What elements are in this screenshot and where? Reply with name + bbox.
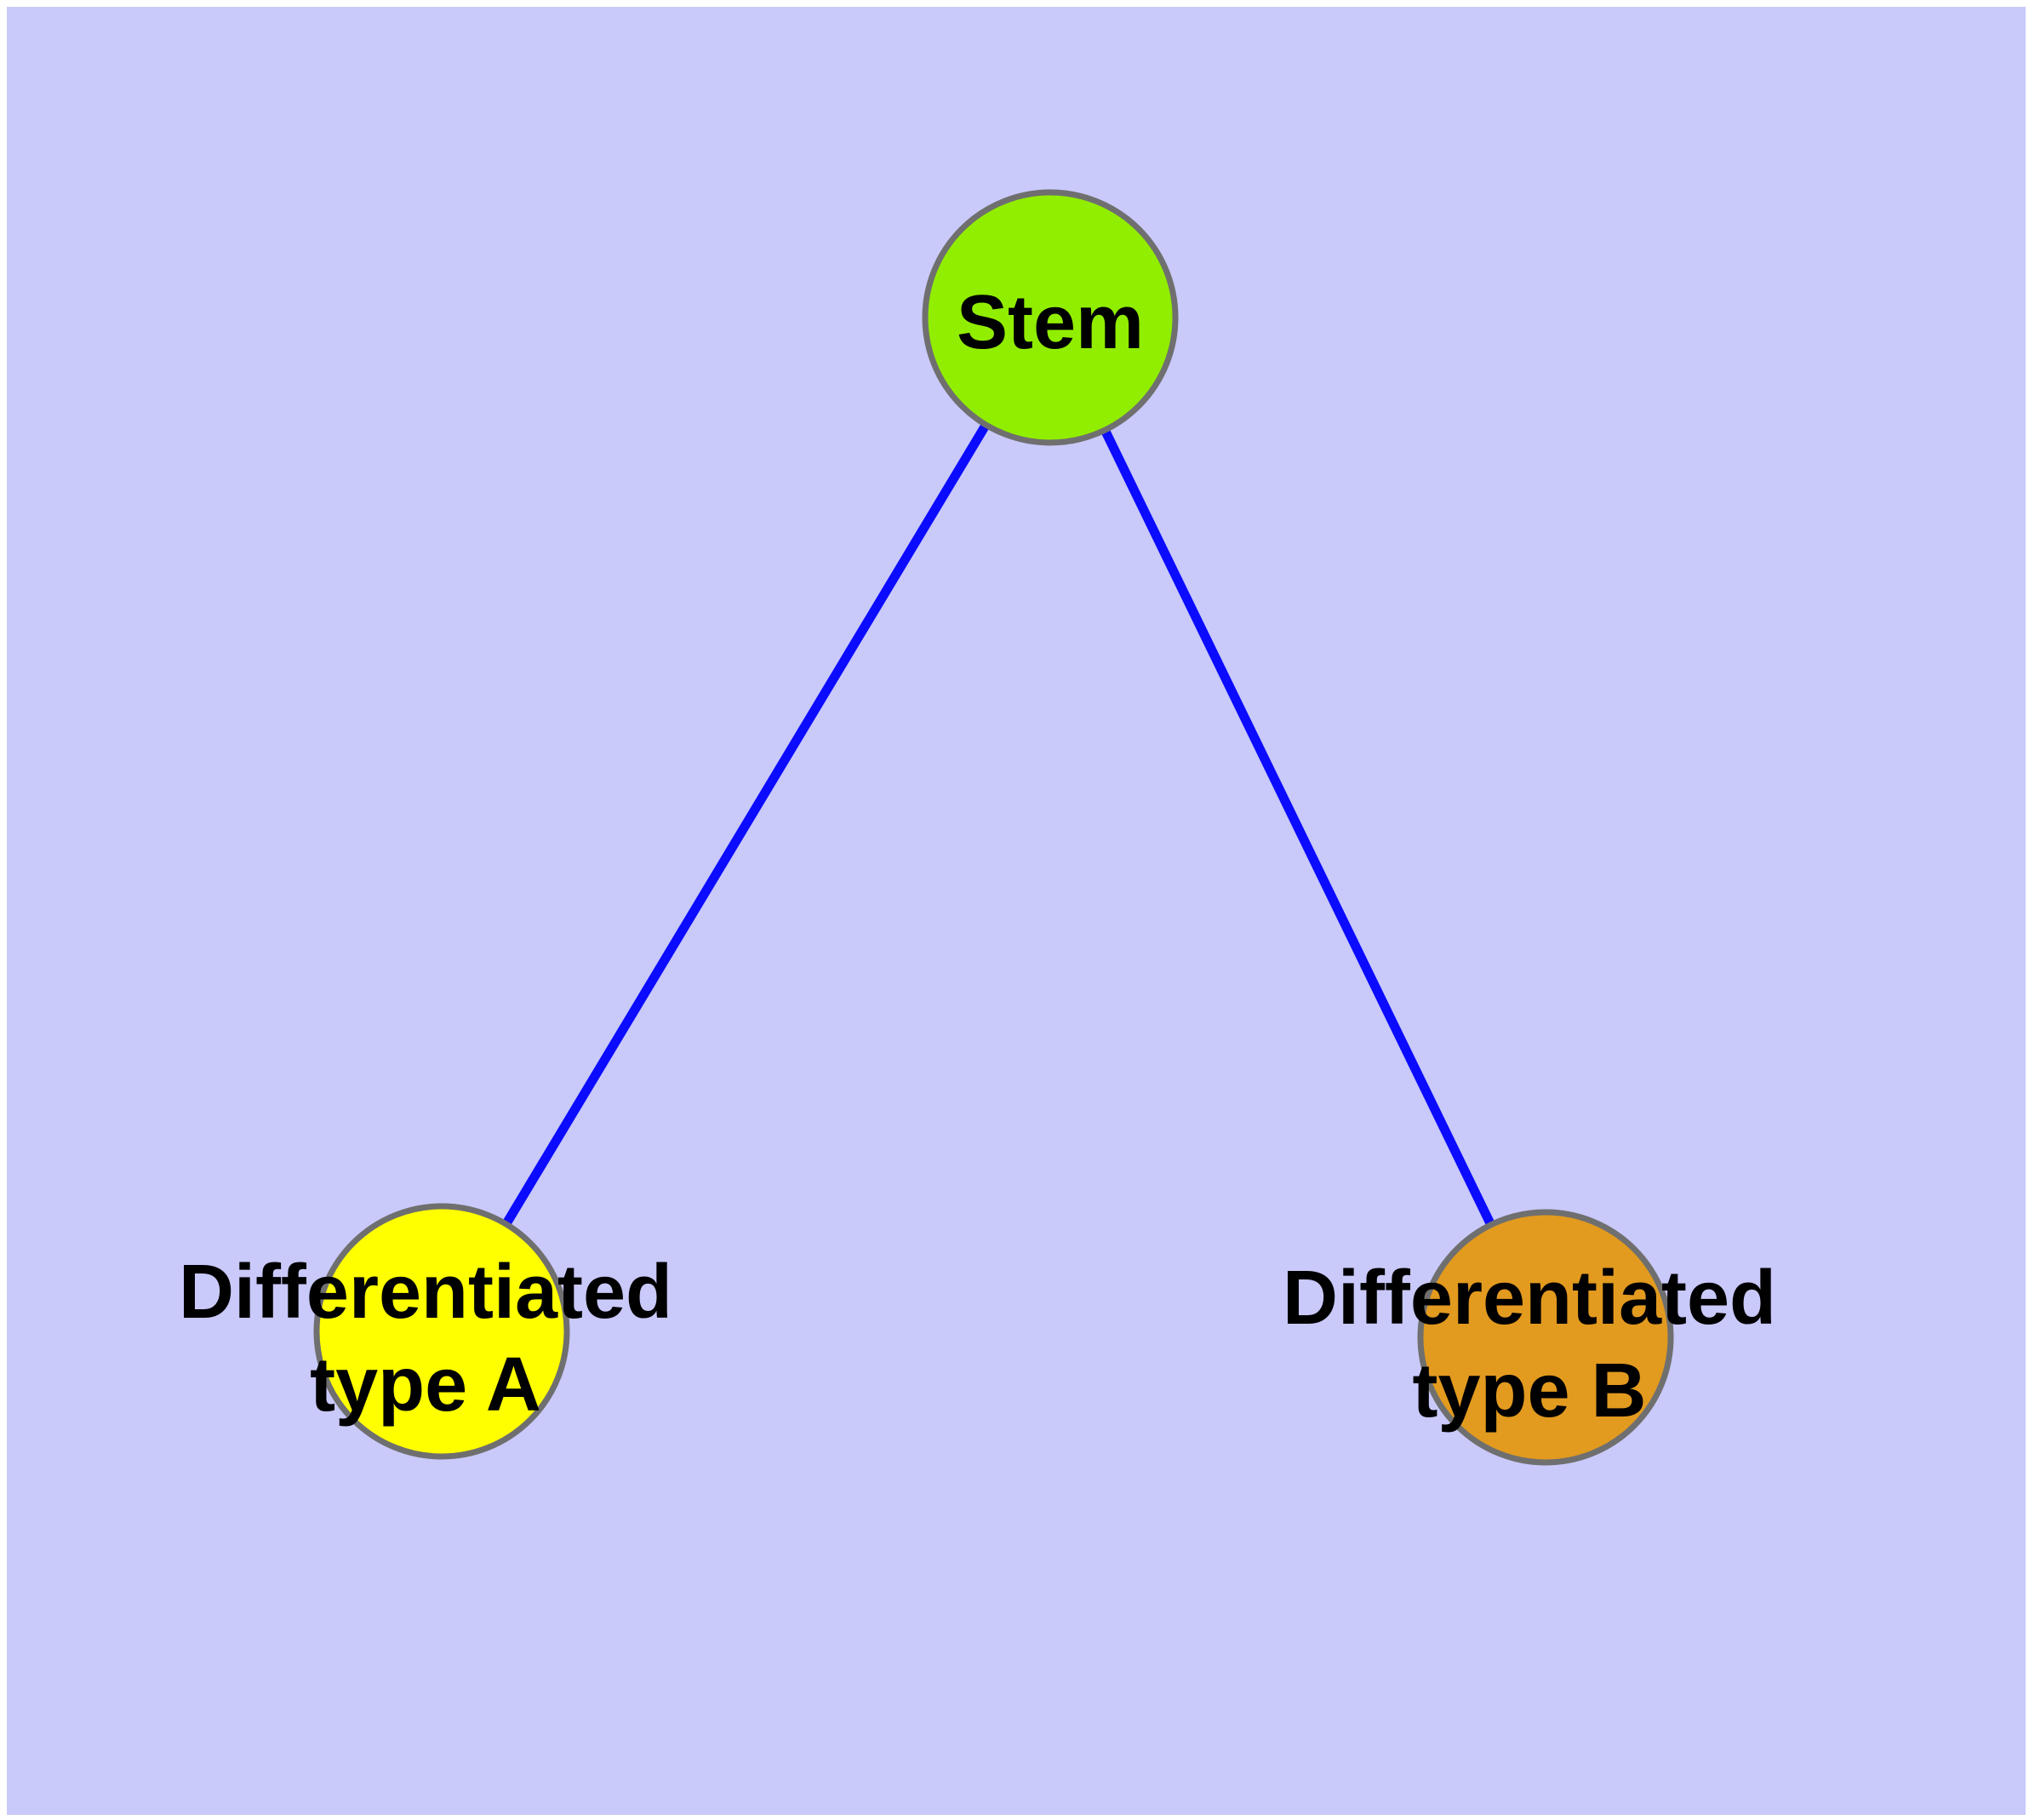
edge-stem-to-differentiated-type-b bbox=[1046, 315, 1550, 1340]
node-differentiated-type-b-label-line-1: Differentiated bbox=[1283, 1256, 1776, 1341]
node-stem-label-line-1: Stem bbox=[957, 280, 1144, 365]
nodes-layer bbox=[313, 189, 1674, 1466]
node-stem-circle bbox=[922, 189, 1179, 446]
node-differentiated-type-b-circle bbox=[1417, 1209, 1674, 1466]
node-differentiated-type-a-label-line-1: Differentiated bbox=[179, 1250, 672, 1335]
node-differentiated-type-a-label-line-2: type A bbox=[310, 1342, 541, 1428]
edges-layer bbox=[437, 315, 1550, 1340]
edge-stem-to-differentiated-type-a bbox=[437, 315, 1055, 1334]
node-differentiated-type-b-label-line-2: type B bbox=[1412, 1348, 1646, 1434]
node-differentiated-type-a-circle bbox=[313, 1203, 570, 1460]
